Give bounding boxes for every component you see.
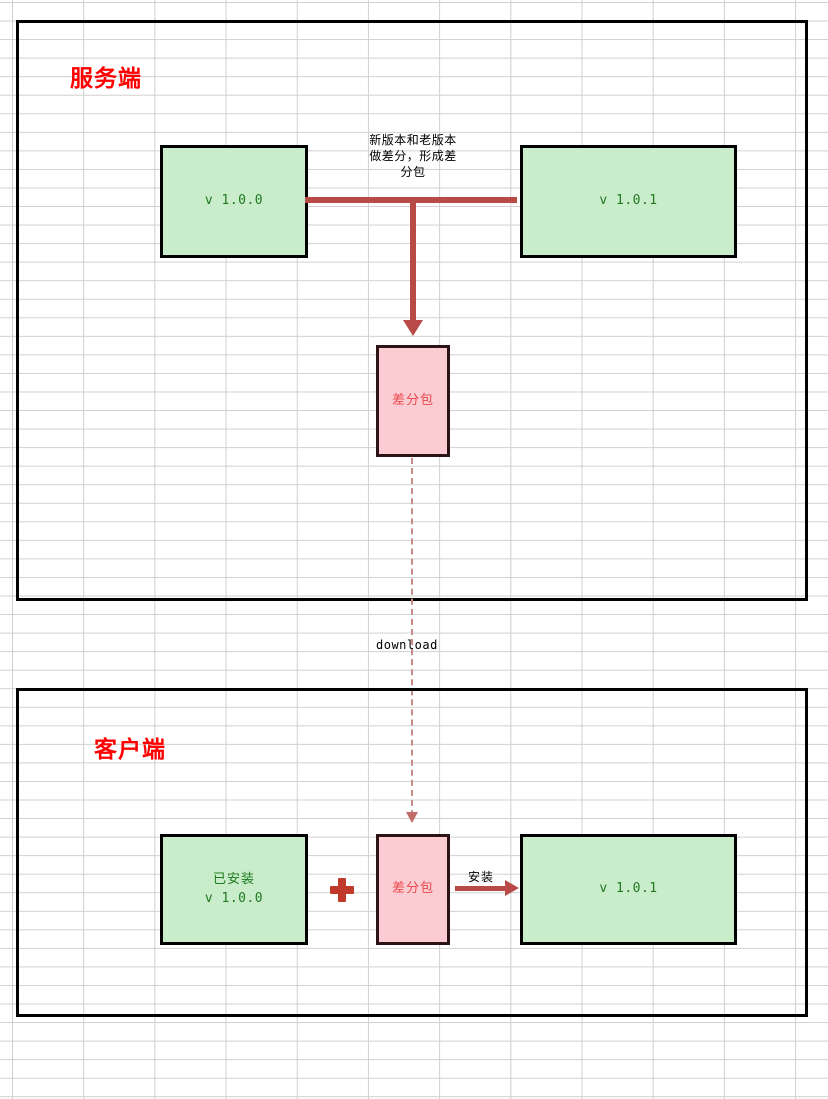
node-server-diff-package-label: 差分包 [391,392,434,408]
node-server-version-new-label: v 1.0.1 [599,193,658,209]
connector-download-dashed [411,458,413,816]
plus-icon [330,878,354,902]
diff-note-line-1: 新版本和老版本 [369,133,457,147]
node-server-diff-package[interactable]: 差分包 [376,345,450,457]
diff-note-line-2: 做差分，形成差 [369,149,457,164]
node-server-version-old-label: v 1.0.0 [204,193,264,209]
node-client-installed-label: 已安装 [212,871,255,887]
node-client-diff-package-label: 差分包 [391,881,434,897]
node-client-installed-version[interactable]: 已安装 v 1.0.0 [160,834,308,945]
node-client-updated-version-label: v 1.0.1 [599,881,658,897]
connector-to-diff-vertical [410,199,416,323]
node-server-version-old[interactable]: v 1.0.0 [160,145,308,258]
arrowhead-down-small-icon [406,812,418,823]
install-label: 安装 [468,870,495,884]
arrowhead-down-icon [403,320,423,336]
arrowhead-right-icon [505,880,519,896]
server-group-title: 服务端 [70,65,142,92]
node-client-updated-version[interactable]: v 1.0.1 [520,834,737,945]
diff-note-line-3: 分包 [400,165,426,180]
connector-install-arrow [455,886,507,891]
node-client-installed-version-label: v 1.0.0 [204,890,264,906]
client-group-title: 客户端 [94,736,166,763]
client-group-frame [16,688,808,1017]
node-client-diff-package[interactable]: 差分包 [376,834,450,945]
diff-generation-note: 新版本和老版本 做差分，形成差 分包 [352,132,474,181]
download-label: download [376,638,438,652]
node-server-version-new[interactable]: v 1.0.1 [520,145,737,258]
